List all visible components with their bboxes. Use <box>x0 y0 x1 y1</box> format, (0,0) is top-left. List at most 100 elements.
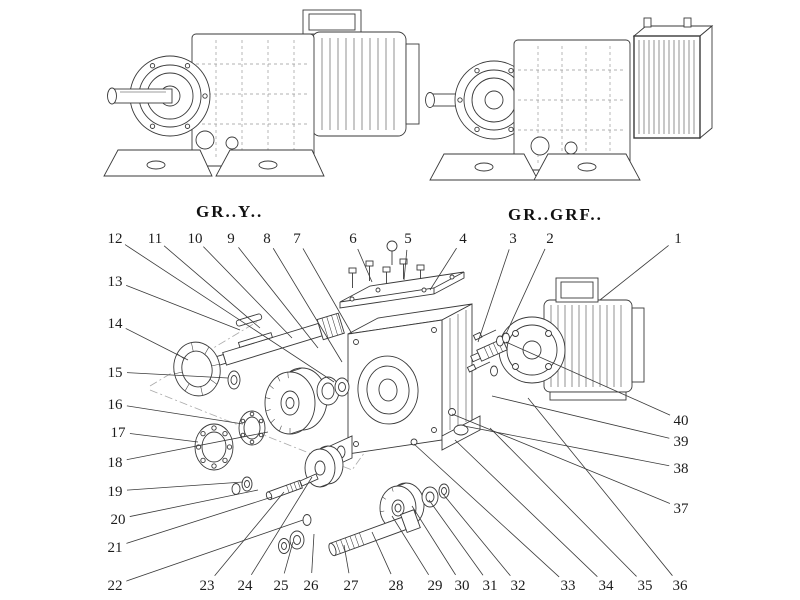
callout-24: 24 <box>238 578 254 594</box>
callout-4: 4 <box>459 231 467 247</box>
leader-line-18 <box>126 431 269 461</box>
adapter-side-face <box>699 25 713 139</box>
leader-line-37 <box>451 413 671 504</box>
callout-2: 2 <box>546 231 554 247</box>
leader-line-26 <box>311 533 315 574</box>
callout-26: 26 <box>304 578 320 594</box>
callout-25: 25 <box>274 578 289 594</box>
housing-bore <box>357 355 419 425</box>
ball-bearing-small <box>238 410 266 446</box>
leader-line-25 <box>283 541 294 574</box>
leader-line-13 <box>126 285 241 331</box>
callout-5: 5 <box>404 231 412 247</box>
leader-line-20 <box>129 489 259 517</box>
callout-29: 29 <box>428 578 443 594</box>
leader-line-19 <box>126 481 244 491</box>
callout-10: 10 <box>188 231 203 247</box>
spacer-washers <box>316 376 350 406</box>
callout-1: 1 <box>674 231 682 247</box>
output-pinion-shaft <box>328 509 421 557</box>
leader-line-7 <box>302 248 353 335</box>
ball-bearing-large <box>194 423 234 471</box>
callout-28: 28 <box>389 578 404 594</box>
callout-38: 38 <box>674 461 689 477</box>
intermediate-pinion <box>265 479 303 501</box>
callout-7: 7 <box>293 231 301 247</box>
leader-line-1 <box>599 245 669 301</box>
callout-11: 11 <box>148 231 162 247</box>
leader-line-6 <box>357 248 373 283</box>
leader-line-33 <box>413 443 560 578</box>
model-label-gr-grf: GR..GRF.. <box>508 205 603 224</box>
callout-22: 22 <box>108 578 123 594</box>
retaining-washers <box>231 476 312 526</box>
top-cover-plate <box>339 271 465 309</box>
leader-line-9 <box>238 247 319 349</box>
callout-19: 19 <box>108 484 123 500</box>
eye-bolt <box>386 240 398 252</box>
callout-23: 23 <box>200 578 215 594</box>
model-label-gr-y: GR..Y.. <box>196 202 264 221</box>
callout-34: 34 <box>599 578 615 594</box>
output-gear-washers <box>421 483 450 508</box>
leader-line-32 <box>442 493 511 576</box>
leader-line-3 <box>477 249 510 343</box>
callout-30: 30 <box>455 578 470 594</box>
cover-bolts <box>348 240 425 288</box>
callout-37: 37 <box>674 501 690 517</box>
leader-line-16 <box>126 405 244 425</box>
callout-3: 3 <box>509 231 517 247</box>
callout-33: 33 <box>561 578 576 594</box>
callout-21: 21 <box>108 540 123 556</box>
leader-line-30 <box>411 505 456 576</box>
leader-line-11 <box>163 245 261 329</box>
shaft-end-washers <box>278 530 305 554</box>
leader-line-2 <box>505 248 546 335</box>
leader-line-14 <box>125 328 189 361</box>
leader-line-22 <box>126 519 304 582</box>
leader-line-36 <box>527 397 673 576</box>
leader-line-29 <box>391 515 429 576</box>
callout-9: 9 <box>227 231 235 247</box>
input-shaft <box>205 312 345 369</box>
exploded-view <box>149 240 645 557</box>
callout-32: 32 <box>511 578 526 594</box>
callout-16: 16 <box>108 397 124 413</box>
motor-assembly <box>466 277 645 401</box>
callout-35: 35 <box>638 578 653 594</box>
motor-body <box>311 31 407 137</box>
intermediate-gear <box>299 445 344 488</box>
leader-line-4 <box>429 247 457 291</box>
leader-line-27 <box>343 544 350 574</box>
leader-line-12 <box>124 244 335 383</box>
callout-39: 39 <box>674 434 689 450</box>
callout-31: 31 <box>483 578 498 594</box>
leader-line-40 <box>505 341 671 416</box>
gearmotor-gr-y-drawing <box>103 9 420 177</box>
leader-line-39 <box>491 395 670 439</box>
callout-14: 14 <box>108 316 124 332</box>
leader-line-15 <box>126 372 229 379</box>
drive-gear <box>264 367 328 435</box>
gearmotor-gr-grf-drawing <box>425 17 714 181</box>
callout-6: 6 <box>349 231 357 247</box>
callout-17: 17 <box>111 425 127 441</box>
leader-line-5 <box>403 249 408 281</box>
leader-line-31 <box>428 499 484 576</box>
drain-plug <box>410 438 418 446</box>
leader-line-38 <box>463 425 670 467</box>
leader-line-21 <box>126 496 273 544</box>
leader-line-24 <box>250 476 313 576</box>
callout-36: 36 <box>673 578 689 594</box>
oil-plug <box>448 408 456 416</box>
callout-12: 12 <box>108 231 123 247</box>
oil-seal-ring <box>173 341 221 397</box>
leader-line-10 <box>203 246 293 339</box>
leader-line-34 <box>454 439 598 577</box>
leader-line-28 <box>371 531 392 575</box>
motor-fins <box>321 38 395 130</box>
motor-foot <box>549 391 627 401</box>
